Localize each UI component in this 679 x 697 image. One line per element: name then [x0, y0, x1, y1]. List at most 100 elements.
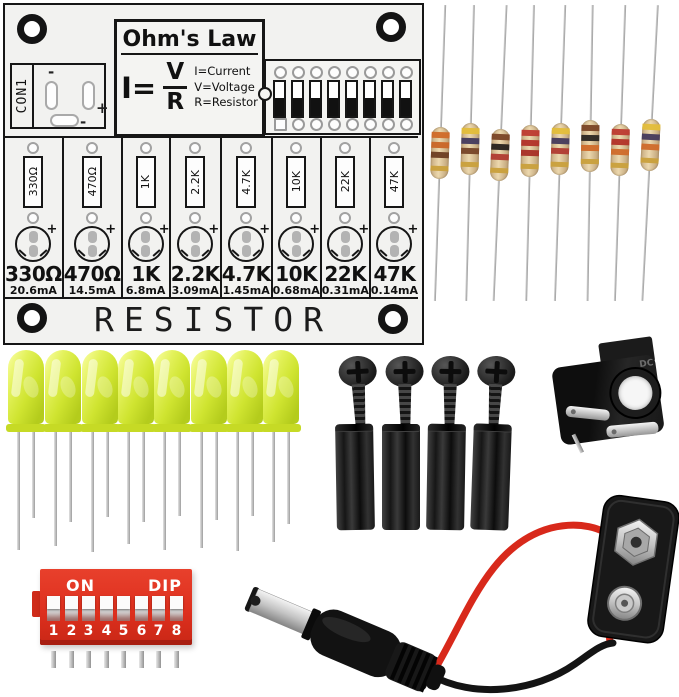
current-label: 0.14mA — [370, 284, 418, 297]
resistor-photo — [456, 5, 484, 301]
resistor-band — [611, 138, 630, 146]
dip-number: 3 — [83, 623, 94, 639]
resistor-column: 330Ω + 330Ω 20.6mA — [5, 138, 64, 297]
ohms-law-formula: I= V R I=Current V=Voltage R=Resistor — [117, 61, 262, 114]
resistor-body — [489, 128, 511, 182]
board-title: RESISTOR — [94, 300, 333, 339]
footprint-switch — [291, 80, 304, 118]
resistor-band — [610, 162, 629, 169]
current-label: 14.5mA — [68, 284, 116, 297]
dip-body: ON DIP 1 2 3 4 5 6 7 8 — [40, 569, 192, 645]
led-lead — [17, 432, 20, 550]
resistor-body — [520, 124, 540, 178]
snap-hex-hole — [630, 536, 642, 548]
resistor-band — [642, 123, 661, 131]
plug-rib — [419, 655, 438, 693]
resistor-band — [550, 161, 569, 168]
dip-switch-footprint — [258, 59, 421, 135]
footprint-switch — [327, 80, 340, 118]
screw-shaft — [486, 384, 503, 427]
con1-footprint: CON1 - + - — [10, 63, 109, 131]
footprint-pad — [364, 66, 377, 79]
resistor-symbol: 22K — [335, 156, 356, 208]
resistor-band — [611, 128, 630, 136]
led — [6, 350, 46, 560]
led-flange — [6, 424, 46, 432]
resistor-symbol-label: 47K — [387, 171, 401, 193]
ohms-law-box: Ohm's Law I= V R I=Current V=Voltage R=R… — [114, 19, 265, 137]
footprint-pad — [310, 118, 323, 131]
dc-barrel-plug — [244, 586, 446, 693]
dip-number: 7 — [153, 623, 164, 639]
mounting-hole — [17, 14, 47, 44]
black-wire — [427, 639, 617, 694]
through-hole-pad — [189, 142, 202, 154]
plug-rib — [389, 643, 409, 680]
screw-shaft — [442, 384, 458, 426]
resistor-body — [460, 122, 480, 176]
resistor-photos — [425, 0, 679, 312]
legend-line: R=Resistor — [194, 95, 258, 110]
resistor-symbol: 1K — [135, 156, 156, 208]
footprint-pad — [328, 66, 341, 79]
led-dome — [227, 350, 263, 424]
con1-pad — [45, 81, 58, 110]
through-hole-pad — [189, 212, 202, 224]
footprint-notch — [258, 87, 272, 101]
value-label: 4.7K — [221, 262, 271, 286]
resistor-body — [550, 122, 571, 176]
led-lead — [272, 432, 275, 542]
plug-barrel — [248, 588, 314, 635]
formula-legend: I=Current V=Voltage R=Resistor — [194, 64, 258, 111]
resistor-photo — [577, 5, 602, 301]
footprint-pad — [382, 66, 395, 79]
value-label: 330Ω — [5, 262, 62, 286]
resistor-symbol: 10K — [286, 156, 307, 208]
led-footprint: + — [278, 222, 320, 262]
value-label: 470Ω — [63, 262, 121, 286]
resistor-symbol-label: 330Ω — [26, 167, 40, 197]
mounting-hole — [378, 304, 408, 334]
value-label: 22K — [324, 262, 367, 286]
resistor-body — [580, 119, 600, 173]
led — [80, 350, 120, 560]
resistor-symbol-label: 470Ω — [85, 167, 99, 197]
led-dome — [118, 350, 154, 424]
through-hole-pad — [86, 212, 99, 224]
polarity-plus: + — [46, 222, 58, 237]
dip-slider-5 — [117, 596, 130, 621]
resistor-band — [521, 129, 540, 137]
resistor-symbol-label: 22K — [338, 171, 352, 193]
resistor-band — [551, 137, 570, 145]
led — [152, 350, 192, 560]
resistor-photo — [605, 5, 635, 302]
con1-label-strip: CON1 — [12, 65, 34, 127]
resistor-band — [610, 148, 630, 156]
resistor-band — [641, 133, 660, 141]
legend-line: V=Voltage — [194, 79, 255, 94]
led-flange — [80, 424, 120, 432]
led-dome — [191, 350, 227, 424]
through-hole-pad — [290, 142, 303, 154]
con1-minus: - — [48, 63, 55, 81]
resistor-band — [640, 157, 659, 164]
snap-body-rim — [592, 499, 675, 639]
screw-head — [337, 355, 378, 389]
led-lead — [127, 432, 130, 544]
through-hole-pad — [240, 142, 253, 154]
dip-pin — [174, 651, 179, 668]
dip-on-label: ON — [66, 576, 95, 595]
resistor-band — [431, 131, 450, 139]
current-label: 20.6mA — [9, 284, 57, 297]
plug-rib — [411, 652, 431, 690]
con1-pad — [50, 114, 79, 127]
mounting-hole — [17, 303, 47, 333]
dip-slider-2 — [65, 596, 78, 621]
dip-pin — [69, 651, 74, 668]
current-label: 0.31mA — [321, 284, 369, 297]
dip-switch: ON DIP 1 2 3 4 5 6 7 8 — [28, 563, 213, 675]
dip-number: 6 — [136, 623, 147, 639]
footprint-pad — [292, 66, 305, 79]
through-hole-pad — [339, 212, 352, 224]
current-label: 0.68mA — [272, 284, 320, 297]
